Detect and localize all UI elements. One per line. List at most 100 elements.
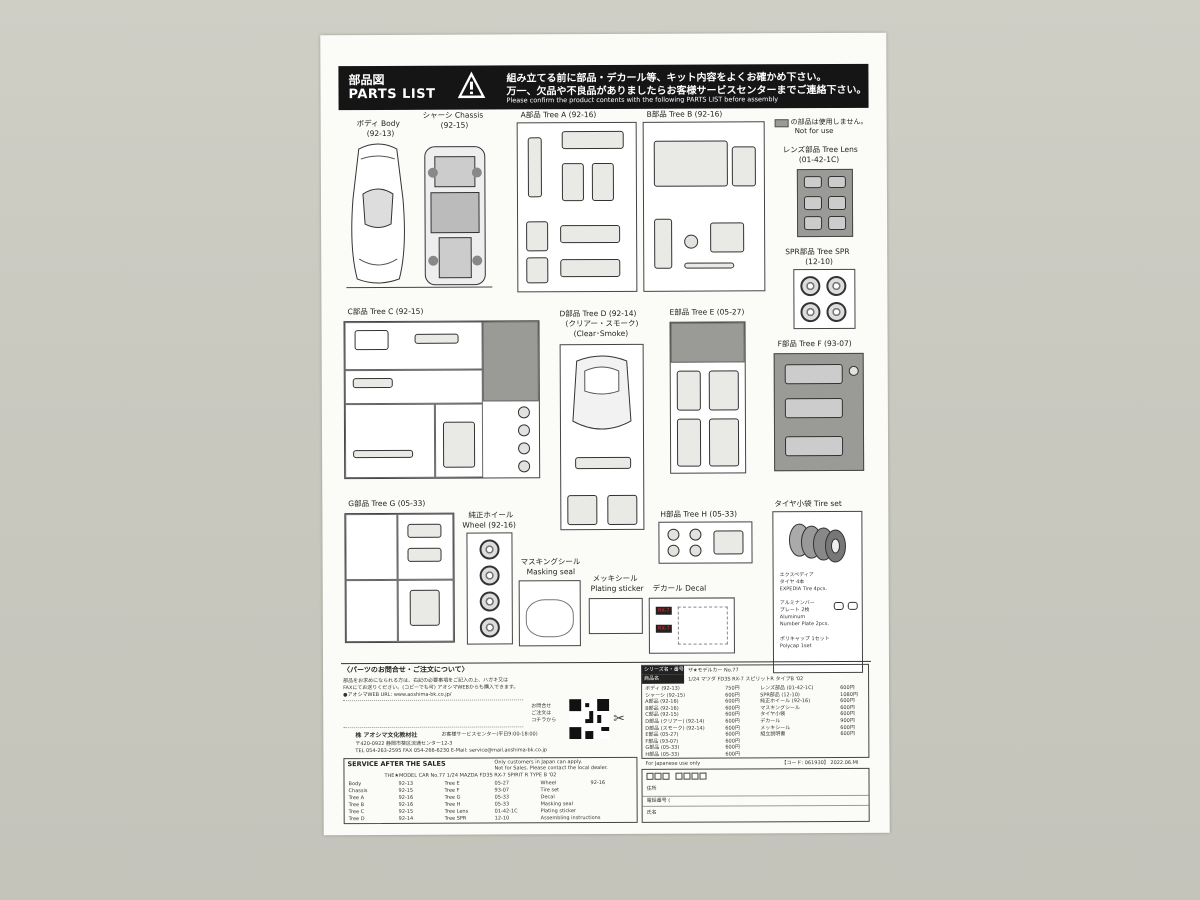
service-item-name: Tree H	[444, 801, 461, 808]
part	[414, 333, 459, 344]
name-label: 氏名	[646, 809, 657, 816]
part	[607, 494, 638, 525]
spr-title: SPR部品 Tree SPR	[785, 246, 850, 257]
tree-cell	[345, 513, 398, 581]
service-item-code: 12-10	[494, 815, 510, 822]
service-item-code: 05-27	[494, 780, 510, 787]
service-item-name: Tree F	[444, 787, 460, 794]
phone-label: 電話番号 (	[646, 797, 671, 804]
price-row-name: レンズ部品 (01-42-1C)	[760, 685, 814, 692]
part	[689, 528, 702, 541]
service-center: お客様サービスセンター(平日9:00-18:00)	[441, 731, 538, 738]
grey-swatch	[774, 119, 789, 128]
spr-tree-panel	[793, 268, 856, 330]
service-item-name: Tree B	[348, 802, 365, 809]
service-title: SERVICE AFTER THE SALES	[347, 759, 446, 769]
service-item-code: 92-16	[590, 780, 606, 787]
lens-title: レンズ部品 Tree Lens	[782, 144, 858, 155]
postal-code-boxes[interactable]	[646, 772, 707, 780]
tire-title: タイヤ小袋 Tire set	[774, 498, 842, 509]
wheel-part	[479, 565, 500, 586]
alu-plate-3: Aluminum	[779, 614, 806, 621]
price-row-name: D部品 (クリアー) (92-14)	[645, 718, 705, 725]
product-value: 1/24 マツダ FD3S RX-7 スピリットR タイプB '02	[688, 676, 804, 683]
warning-text-en: Please confirm the product contents with…	[506, 95, 779, 105]
part	[654, 218, 673, 269]
price-row-name: 組立説明書	[760, 731, 786, 738]
legend-en: Not for use	[794, 127, 834, 136]
service-item-name: Tire set	[540, 787, 560, 794]
lens-part	[827, 195, 847, 211]
price-row-price: 600円	[725, 751, 740, 758]
part	[517, 406, 530, 419]
part	[667, 528, 680, 541]
part	[354, 329, 389, 351]
lens-code: (01-42-1C)	[798, 154, 840, 165]
not-for-use-legend: の部品は使用しません。 Not for use	[320, 33, 886, 135]
service-item-code: 92-15	[398, 787, 414, 794]
engine-part	[442, 421, 476, 468]
plating-title-en: Plating sticker	[590, 583, 644, 594]
part	[561, 130, 624, 150]
series-value: ザ★モデルカー No.77	[688, 667, 739, 674]
alu-plate-1: アルミナンバー	[779, 600, 815, 607]
windshield-part	[572, 355, 632, 430]
service-item-name: Assembling instructions	[540, 815, 601, 822]
qr-code-icon[interactable]	[569, 698, 610, 740]
tree-c-small-parts	[512, 402, 540, 478]
wheel-title: 純正ホイール	[468, 510, 514, 520]
price-row-price: 600円	[840, 711, 855, 718]
price-row-name: ボディ (92-13)	[645, 685, 680, 692]
part	[526, 257, 549, 284]
order-form[interactable]: 住所 電話番号 ( 氏名	[641, 767, 870, 823]
plating-sticker-sheet	[588, 597, 643, 635]
price-row-price: 900円	[840, 717, 855, 724]
part	[353, 449, 414, 459]
service-item-name: Plating sticker	[540, 808, 576, 815]
order-title: 〈パーツのお問合せ・ご注文について〉	[343, 665, 469, 675]
tire-note-2: タイヤ 4本	[779, 579, 805, 586]
part	[684, 262, 735, 269]
lens-part	[804, 216, 823, 231]
wheel-part	[479, 591, 500, 612]
part	[575, 456, 632, 470]
tree-f-title: F部品 Tree F (93-07)	[777, 338, 852, 349]
decal-marks	[677, 606, 728, 645]
header-title-en: PARTS LIST	[348, 86, 436, 103]
part	[689, 544, 702, 557]
company-address: 〒420-0922 静岡市葵区流通センター12-3	[355, 740, 453, 748]
tree-b-panel	[642, 121, 766, 292]
part	[527, 137, 542, 198]
tree-d-title: D部品 Tree D (92-14)	[559, 308, 637, 319]
price-row-price: 600円	[840, 704, 855, 711]
price-row-name: H部品 (05-33)	[645, 751, 680, 758]
tree-g-panel	[344, 512, 455, 644]
body-title: ボディ Body	[356, 118, 400, 129]
service-note-2: Not for Sales. Please contact the local …	[494, 764, 608, 772]
order-text-2: FAXにてお送りください。(コピーでも可) アオシマWEBからも購入できます。	[343, 684, 519, 692]
polycap-2: Polycap 1set	[779, 643, 812, 650]
chassis-illustration	[424, 146, 486, 286]
tree-h-panel	[658, 521, 753, 564]
tree-a-panel	[516, 121, 638, 293]
tree-d-sub-en: (Clear･Smoke)	[573, 328, 629, 339]
decal-sheet: RX-7 RX-7	[648, 597, 735, 654]
price-row-price: 600円	[840, 698, 855, 705]
part	[352, 377, 393, 389]
brake-disc-part	[800, 302, 821, 323]
service-item-name: Tree Lens	[444, 808, 469, 815]
wheel-tree-panel	[466, 532, 513, 645]
price-row-name: デカール	[760, 718, 781, 725]
part	[517, 424, 531, 437]
tree-cell	[670, 322, 745, 363]
header-title-jp: 部品図	[348, 72, 385, 88]
service-item-name: Tree SPR	[444, 815, 467, 822]
car-body-illustration	[351, 143, 405, 284]
part	[708, 418, 740, 467]
part	[667, 544, 680, 557]
japan-only-label: For Japanese use only	[645, 760, 701, 767]
tree-c-title: C部品 Tree C (92-15)	[347, 306, 424, 317]
qr-label-2: ご注文は	[531, 710, 552, 717]
part	[567, 495, 598, 526]
tree-cell	[344, 403, 436, 479]
